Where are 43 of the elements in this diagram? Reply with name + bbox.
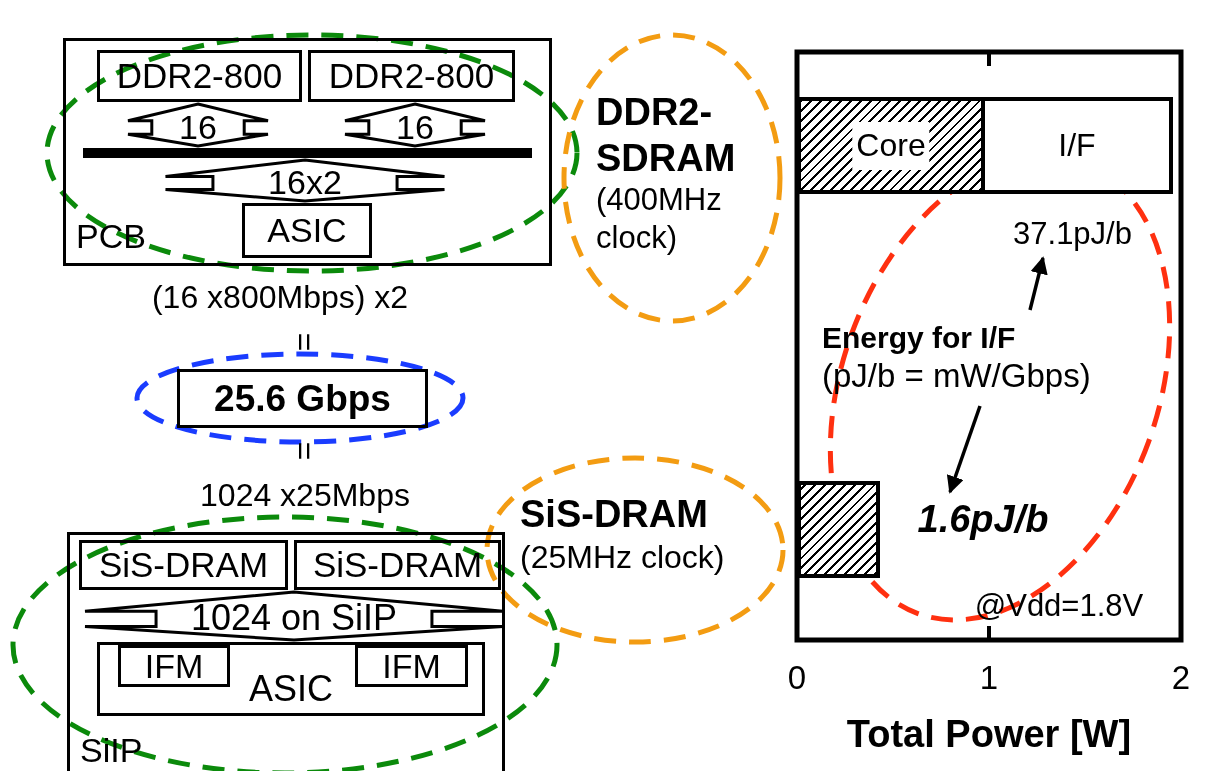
board-label: SiIP xyxy=(80,729,143,771)
memory-chip-box: DDR2-800 xyxy=(308,50,515,102)
interface-module-box: IFM xyxy=(355,645,468,687)
bandwidth-formula: (16 x800Mbps) x2 xyxy=(150,277,410,317)
chip-label: ASIC xyxy=(248,667,334,711)
arrow xyxy=(1028,256,1048,311)
bar-label: Core xyxy=(852,121,930,170)
equals-sign: = xyxy=(287,440,323,463)
edge-label: 16 xyxy=(395,109,435,145)
bar-segment xyxy=(797,481,880,578)
arrow xyxy=(946,405,982,494)
clock-label: (400MHz clock) xyxy=(596,181,723,256)
asic-chip-box xyxy=(97,642,485,716)
tick-label: 1 xyxy=(978,658,1000,698)
edge-label: 16 xyxy=(178,109,218,145)
voltage-note: @Vdd=1.8V xyxy=(973,587,1145,625)
bar-segment xyxy=(985,97,1173,194)
memory-chip-box: SiS-DRAM xyxy=(79,540,288,590)
memory-type-label: SiS-DRAM xyxy=(520,492,708,537)
bandwidth-formula: 1024 x25Mbps xyxy=(199,475,411,515)
memory-chip-box: SiS-DRAM xyxy=(294,540,501,590)
memory-type-label: DDR2-SDRAM xyxy=(596,90,737,181)
tick-label: 0 xyxy=(786,658,808,698)
board-label: PCB xyxy=(76,215,146,257)
double-arrow xyxy=(343,102,487,148)
memory-chip-box: DDR2-800 xyxy=(97,50,302,102)
energy-value: 1.6pJ/b xyxy=(893,494,1073,544)
interface-module-box: IFM xyxy=(118,645,230,687)
axis-title: Total Power [W] xyxy=(845,711,1133,757)
annotation-title: Energy for I/F xyxy=(822,320,1016,357)
double-arrow xyxy=(126,102,270,148)
edge-label: 16x2 xyxy=(267,164,343,200)
double-arrow xyxy=(164,158,446,203)
edge-label: 1024 on SiIP xyxy=(189,597,399,639)
equals-sign: = xyxy=(287,331,323,354)
annotation-note: (pJ/b = mW/Gbps) xyxy=(822,356,1091,396)
energy-value: 37.1pJ/b xyxy=(990,212,1155,256)
clock-label: (25MHz clock) xyxy=(520,537,725,576)
asic-chip-box: ASIC xyxy=(242,203,372,258)
bandwidth-box: 25.6 Gbps xyxy=(177,369,428,428)
tick-label: 2 xyxy=(1170,658,1192,698)
bar-segment xyxy=(797,97,985,194)
double-arrow xyxy=(83,590,505,642)
